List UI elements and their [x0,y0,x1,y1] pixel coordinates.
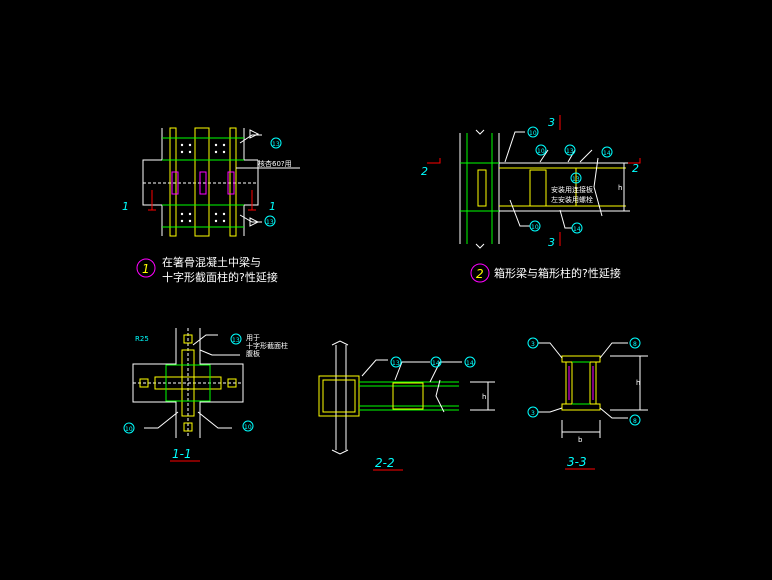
caption-line-1: 在箸骨混凝土中梁与 [162,255,261,269]
weld-tag-label: 13 [232,337,240,344]
weld-tag-label: 14 [432,360,440,367]
weld-tag-label: 13 [392,360,400,367]
weld-tag-label: 13 [272,141,280,148]
section11-note-line-3: 腹板 [246,349,260,358]
detail2-elevation [427,115,641,249]
dimension-label-h: h [636,379,640,387]
detail1-note: 核杏60?用 [258,159,292,168]
section33-plan [538,342,648,438]
section-mark-label: 3 [548,116,555,129]
section22-plan [318,340,495,455]
section22-weld-tags: 13 14 14 [390,356,476,368]
detail1-caption: 1 在箸骨混凝土中梁与 十字形截面柱的?性延接 [136,255,278,284]
weld-tag-label: 3 [531,341,535,348]
weld-tag-label: 14 [603,150,611,157]
weld-tag-label: 13 [266,219,274,226]
section-mark-label: 1 [269,200,276,213]
detail-number: 1 [142,262,150,276]
weld-tag-label: 10 [529,130,537,137]
dimension-label: h [482,393,486,401]
dimension-label: h [618,184,622,192]
detail2-caption: 2 箱形梁与箱形柱的?性延接 [470,263,621,283]
detail1-elevation [142,127,300,237]
caption-line-1: 箱形梁与箱形柱的?性延接 [494,266,621,280]
dimension-label-b: b [578,436,583,444]
detail2-note-line-1: 安装用连接板 [551,185,593,194]
section-title: 2-2 [375,456,395,470]
section-mark-label: 2 [421,165,428,178]
weld-tag-label: 8 [633,341,637,348]
section11-note-line-1: 用于 [246,334,260,342]
section11-note-line-2: 十字形截面柱 [246,341,288,350]
weld-tag-label: 3 [531,410,535,417]
detail1-bolts [180,143,226,223]
weld-tag-label: 10 [537,148,545,155]
section-mark-label: 1 [122,200,129,213]
caption-line-2: 十字形截面柱的?性延接 [162,270,278,284]
section11-weld-tags: 13 10 10 [123,333,254,434]
weld-tag-label: 14 [573,226,581,233]
weld-tag-label: 10 [125,426,133,433]
detail-number: 2 [476,267,484,281]
detail2-weld-tags: 10 10 13 14 13 10 14 [527,126,613,234]
section-title: 3-3 [567,455,587,469]
radius-label: R25 [135,335,149,343]
weld-tag-label: 14 [466,360,474,367]
weld-tag-label: 13 [572,176,580,183]
weld-tag-circle [270,137,282,149]
weld-tag-circle [264,215,276,227]
section11-plan [132,328,244,438]
weld-tag-label: 8 [633,418,637,425]
section-title: 1-1 [172,447,192,461]
weld-tag-label: 10 [531,224,539,231]
section33-weld-tags: 3 8 3 8 [527,337,641,426]
weld-tag-label: 10 [244,424,252,431]
weld-tag-label: 13 [566,148,574,155]
section-mark-label: 2 [632,162,639,175]
detail2-note-line-2: 左安装用螺栓 [551,195,593,204]
section-mark-label: 3 [548,236,555,249]
